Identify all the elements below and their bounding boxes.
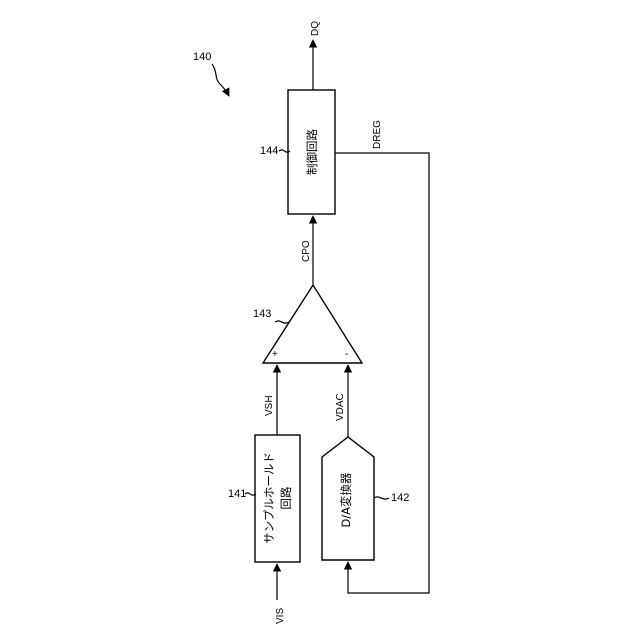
comparator-plus: + [272,349,278,360]
ref-141: 141 [228,488,246,500]
dreg-label: DREG [372,120,383,149]
ref-144: 144 [260,145,278,157]
comparator-minus: - [345,349,348,360]
dac-label: D/A変換器 [339,472,353,528]
vis-label: VIS [275,608,286,624]
ref-143: 143 [253,308,271,320]
cpo-label: CPO [301,240,312,262]
sample-hold-label-line1: サンプルホールド [262,452,276,544]
sample-hold-label-line2: 回路 [279,486,293,509]
ref-143-leader [275,321,289,323]
ref-140: 140 [193,51,211,63]
vsh-label: VSH [264,395,275,416]
vdac-label: VDAC [335,393,346,421]
control-label: 制御回路 [305,129,319,175]
ref-142: 142 [391,492,409,504]
ref-140-leader [212,64,229,96]
dq-label: DQ [310,21,321,36]
ref-142-leader [374,497,389,499]
